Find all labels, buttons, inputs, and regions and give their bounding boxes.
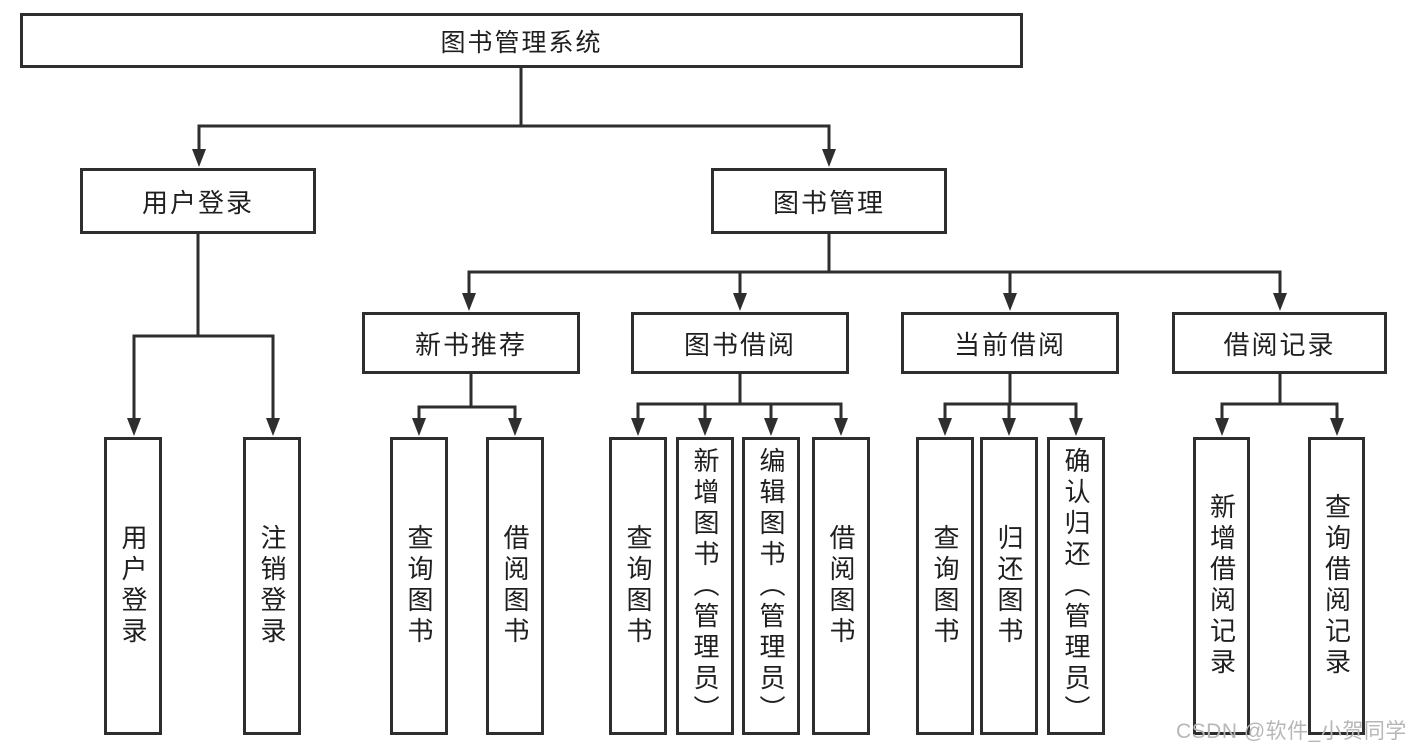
node-book-borrow: 图书借阅 [631, 312, 849, 374]
leaf-query-book-current: 查询图书 [916, 437, 974, 735]
node-borrow-records: 借阅记录 [1172, 312, 1387, 374]
leaf-confirm-return-admin: 确认归还（管理员） [1047, 437, 1105, 735]
leaf-query-book-borrow: 查询图书 [609, 437, 667, 735]
leaf-return-book: 归还图书 [980, 437, 1038, 735]
leaf-query-borrow-record: 查询借阅记录 [1308, 437, 1365, 735]
leaf-logout: 注销登录 [243, 437, 301, 735]
leaf-add-book-admin: 新增图书（管理员） [676, 437, 734, 735]
node-library-management-system: 图书管理系统 [20, 13, 1023, 68]
leaf-borrow-book: 借阅图书 [812, 437, 870, 735]
leaf-query-book-recommend: 查询图书 [390, 437, 448, 735]
node-new-book-recommend: 新书推荐 [362, 312, 580, 374]
leaf-user-login: 用户登录 [104, 437, 162, 735]
leaf-add-borrow-record: 新增借阅记录 [1193, 437, 1250, 735]
csdn-watermark: CSDN @软件_小贺同学 [1176, 720, 1405, 743]
leaf-borrow-book-recommend: 借阅图书 [486, 437, 544, 735]
node-current-borrow: 当前借阅 [901, 312, 1119, 374]
node-book-management: 图书管理 [711, 168, 947, 234]
node-user-login: 用户登录 [80, 168, 316, 234]
leaf-edit-book-admin: 编辑图书（管理员） [742, 437, 800, 735]
